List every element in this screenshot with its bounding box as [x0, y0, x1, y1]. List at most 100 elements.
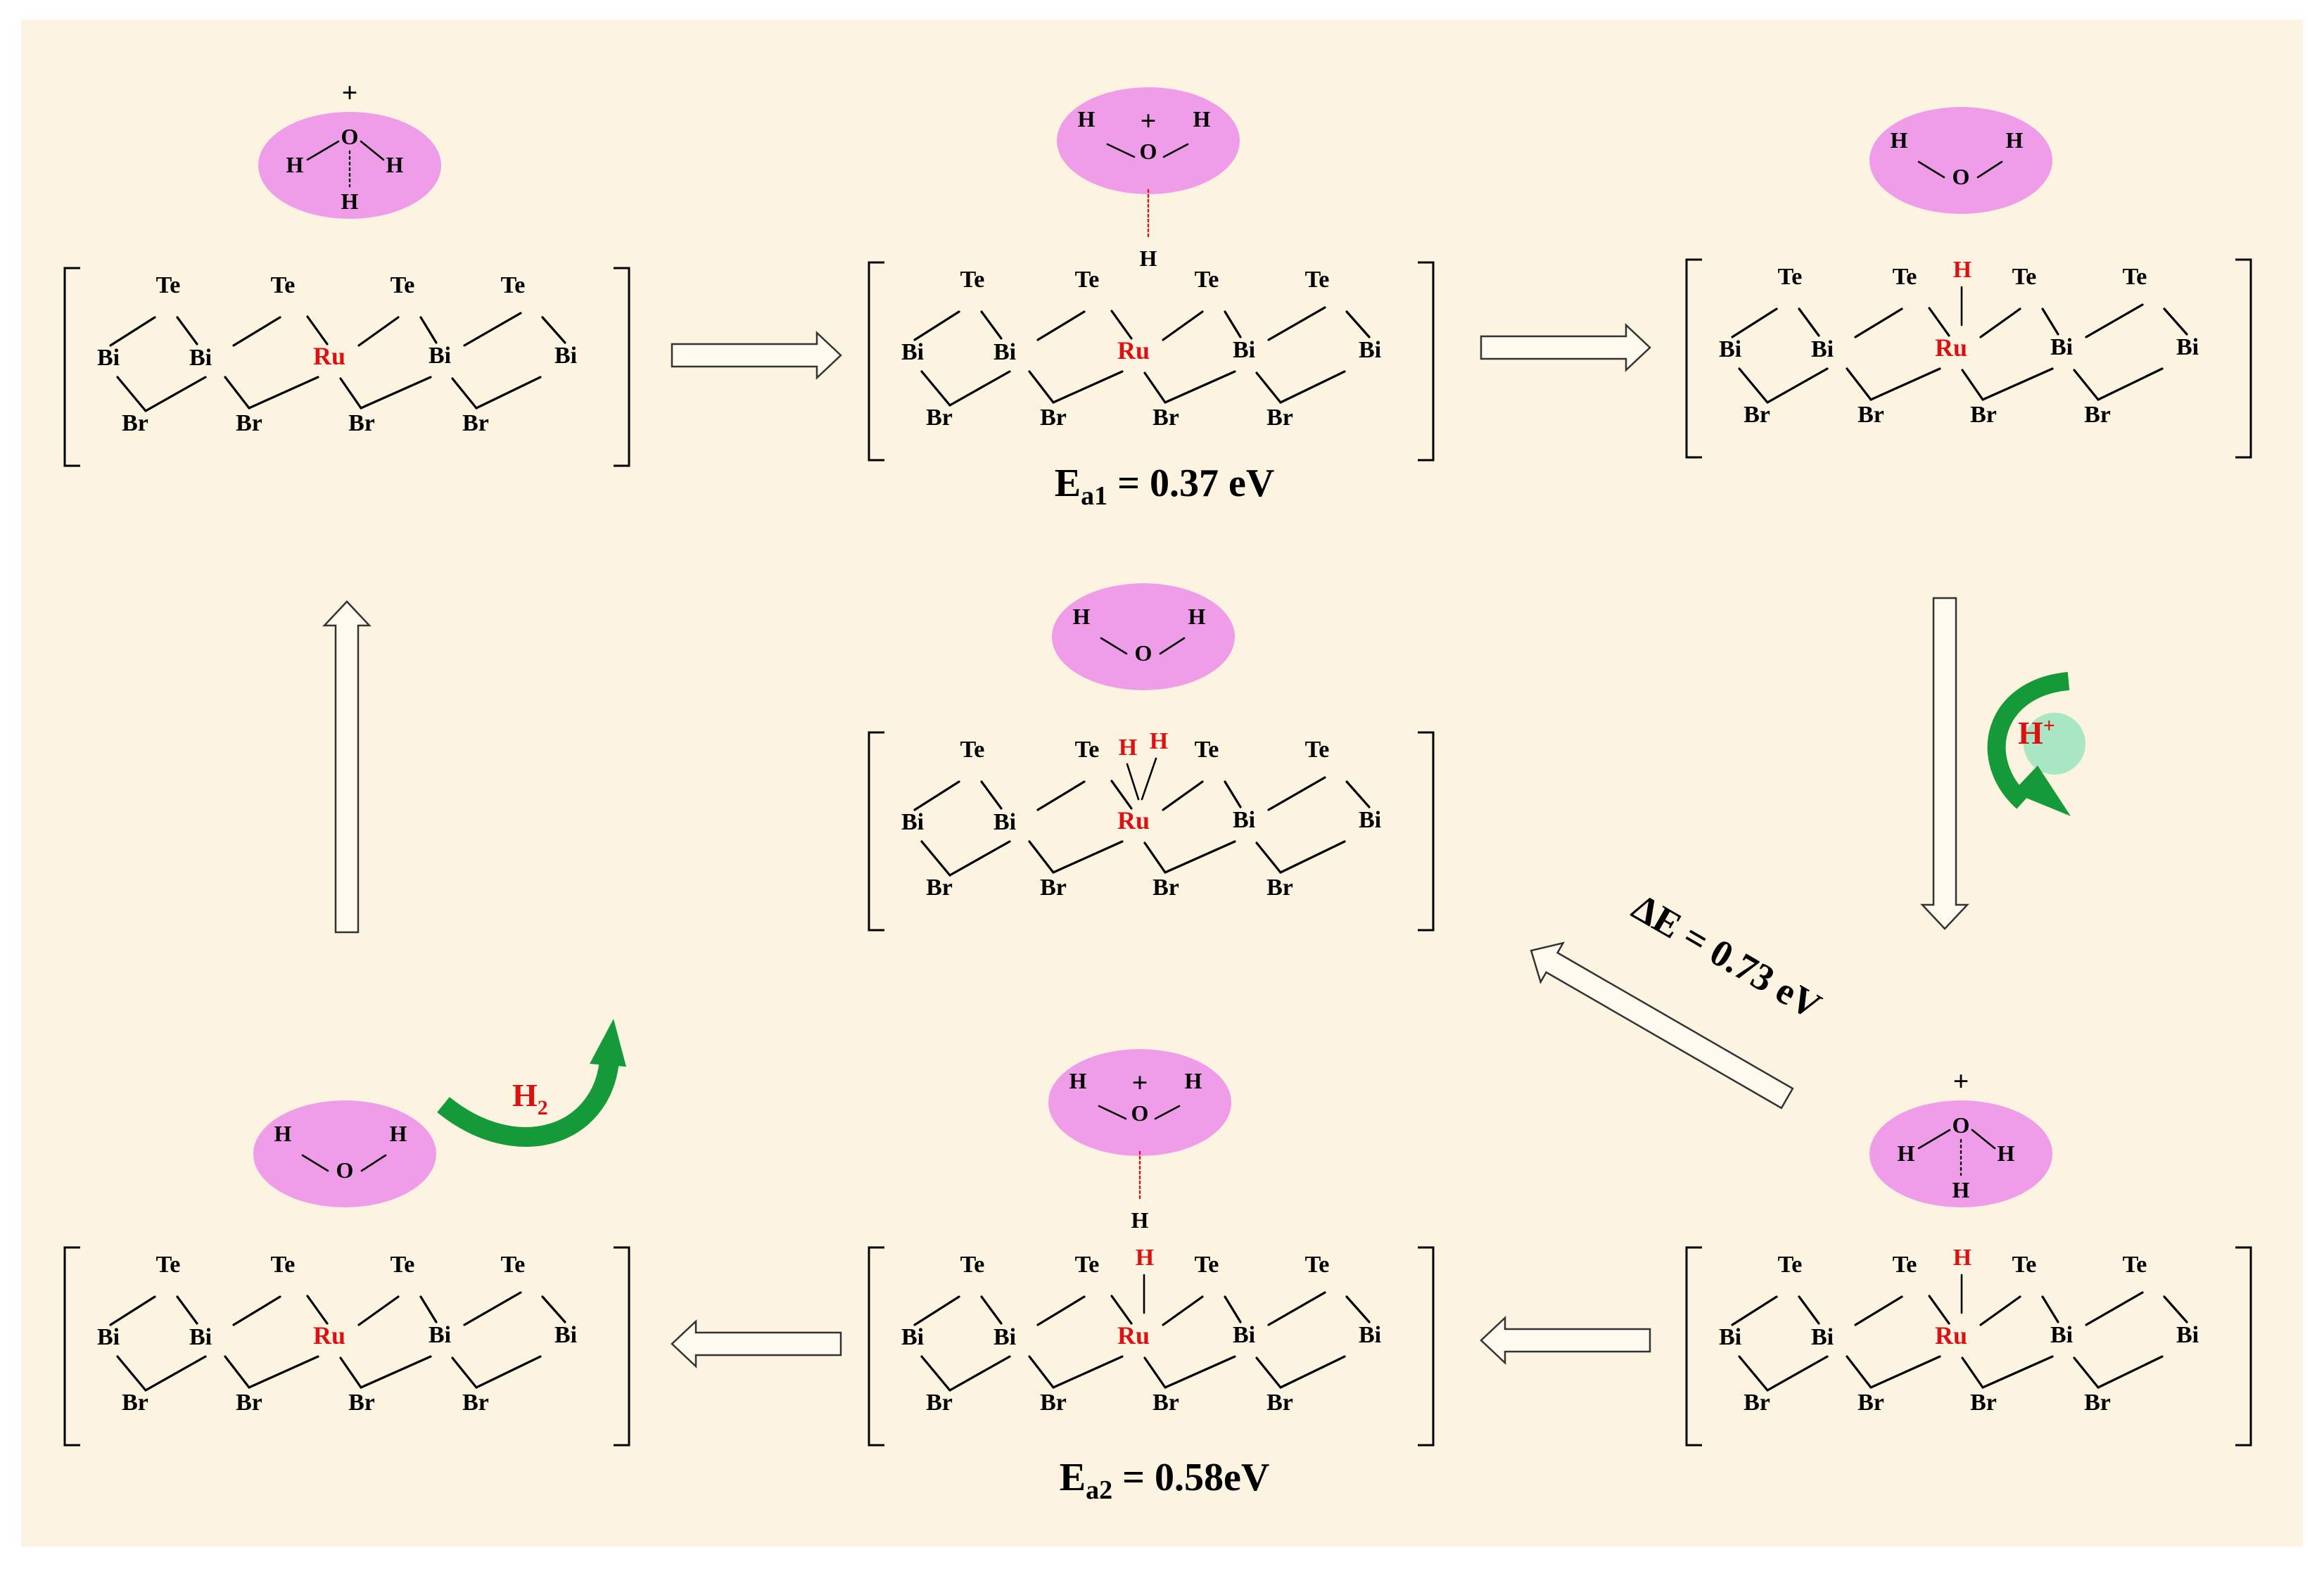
upper-bond-line: [176, 1295, 198, 1325]
oxygen-label: O: [1952, 1112, 1970, 1138]
upper-bond-line: [980, 1295, 1003, 1325]
bi-atom-label: Bi: [901, 1324, 924, 1350]
oh-bond-line: [1098, 1105, 1127, 1120]
lower-bond-line: [116, 376, 147, 412]
br-atom-label: Br: [1266, 875, 1293, 901]
br-atom-label: Br: [926, 875, 953, 901]
h2-label: H2: [512, 1077, 548, 1119]
upper-bond-line: [1928, 307, 1950, 337]
upper-bond-line: [2085, 303, 2144, 338]
upper-bond-line: [1345, 310, 1371, 338]
oh-bond-line: [1976, 160, 2003, 179]
lower-bond-line: [1738, 1355, 1769, 1392]
lower-bond-line: [1981, 367, 2054, 401]
lower-bond-line: [1143, 371, 1167, 404]
bi-atom-label: Bi: [428, 1322, 451, 1348]
bi-atom-label: Bi: [901, 809, 924, 835]
oh-bond-line: [1154, 1105, 1181, 1120]
arrow-s5-to-s6: [671, 1319, 842, 1368]
upper-bond-line: [1224, 780, 1242, 808]
bracket-right: [614, 267, 630, 467]
lower-bond-line: [1143, 841, 1167, 874]
br-atom-label: Br: [1153, 875, 1179, 901]
upper-bond-line: [357, 1295, 400, 1326]
te-atom-label: Te: [2012, 1252, 2037, 1278]
ru-atom-label: Ru: [313, 1321, 345, 1349]
upper-bond-line: [2041, 1295, 2059, 1323]
upper-bond-line: [913, 310, 960, 341]
upper-bond-line: [1110, 780, 1133, 810]
upper-bond-line: [232, 316, 281, 347]
te-atom-label: Te: [1195, 737, 1219, 763]
te-atom-label: Te: [1075, 737, 1100, 763]
green-curved-arrow-proton: [1987, 672, 2070, 809]
bi-atom-label: Bi: [189, 345, 212, 371]
hydrogen-label: H: [1185, 1068, 1202, 1093]
lower-bond-line: [451, 1357, 478, 1389]
upper-bond-line: [1345, 1295, 1371, 1323]
te-atom-label: Te: [960, 1252, 985, 1278]
upper-bond-line: [980, 780, 1003, 810]
upper-bond-line: [1345, 780, 1371, 808]
oh-bond-line: [1159, 637, 1186, 655]
water-bubble: [1052, 583, 1235, 690]
upper-bond-line: [913, 780, 960, 811]
oh-bond-line: [1917, 1129, 1951, 1150]
oxygen-label: O: [1131, 1100, 1149, 1126]
te-atom-label: Te: [1778, 1252, 1803, 1278]
bi-atom-label: Bi: [993, 809, 1016, 835]
arrow-s4-to-s7: [1530, 941, 1794, 1110]
upper-bond-line: [176, 316, 198, 345]
lower-bond-line: [360, 376, 432, 409]
bracket-right: [614, 1246, 630, 1447]
ru-h-bond-line: [1126, 763, 1140, 801]
br-atom-label: Br: [122, 410, 148, 436]
br-atom-label: Br: [1858, 402, 1884, 428]
oh-bond-line: [360, 1154, 387, 1172]
br-atom-label: Br: [1153, 405, 1179, 431]
ru-atom-label: Ru: [1935, 1321, 1967, 1349]
bracket-right: [1418, 1246, 1435, 1447]
ru-hydrogen-label: H: [1953, 257, 1971, 283]
hydrogen-label: H: [1188, 604, 1206, 629]
lower-bond-line: [1961, 1357, 1984, 1389]
te-atom-label: Te: [271, 272, 296, 298]
oh-bond-line: [1162, 143, 1189, 158]
lower-bond-line: [1766, 1355, 1829, 1392]
te-atom-label: Te: [2012, 264, 2037, 290]
hydrogen-label: H: [1193, 106, 1211, 132]
lower-bond-line: [1052, 370, 1124, 404]
ru-hydrogen-label: H: [1136, 1245, 1154, 1271]
te-atom-label: Te: [501, 272, 526, 298]
lower-bond-line: [2073, 369, 2100, 401]
oh-bond-line: [360, 140, 385, 161]
upper-bond-line: [1267, 306, 1326, 341]
lower-bond-line: [475, 1355, 542, 1389]
te-atom-label: Te: [156, 272, 181, 298]
ru-atom-label: Ru: [313, 342, 345, 370]
br-atom-label: Br: [348, 1390, 375, 1416]
upper-bond-line: [2085, 1291, 2144, 1326]
ru-hydrogen-label: H: [1953, 1245, 1971, 1271]
upper-bond-line: [463, 1291, 522, 1326]
bi-atom-label: Bi: [1719, 336, 1741, 362]
br-atom-label: Br: [122, 1390, 148, 1416]
charge-plus-label: +: [342, 77, 358, 108]
te-atom-label: Te: [1893, 1252, 1917, 1278]
oxygen-label: O: [1140, 139, 1157, 164]
upper-bond-line: [1731, 307, 1778, 338]
br-atom-label: Br: [1040, 875, 1067, 901]
lower-bond-line: [1279, 840, 1346, 874]
br-atom-label: Br: [1266, 1390, 1293, 1416]
te-atom-label: Te: [2123, 1252, 2147, 1278]
oxygen-label: O: [341, 124, 359, 149]
te-atom-label: Te: [2123, 264, 2147, 290]
te-atom-label: Te: [1195, 267, 1219, 293]
upper-bond-line: [1224, 1295, 1242, 1323]
lower-bond-line: [2073, 1357, 2100, 1389]
upper-bond-line: [357, 316, 400, 347]
